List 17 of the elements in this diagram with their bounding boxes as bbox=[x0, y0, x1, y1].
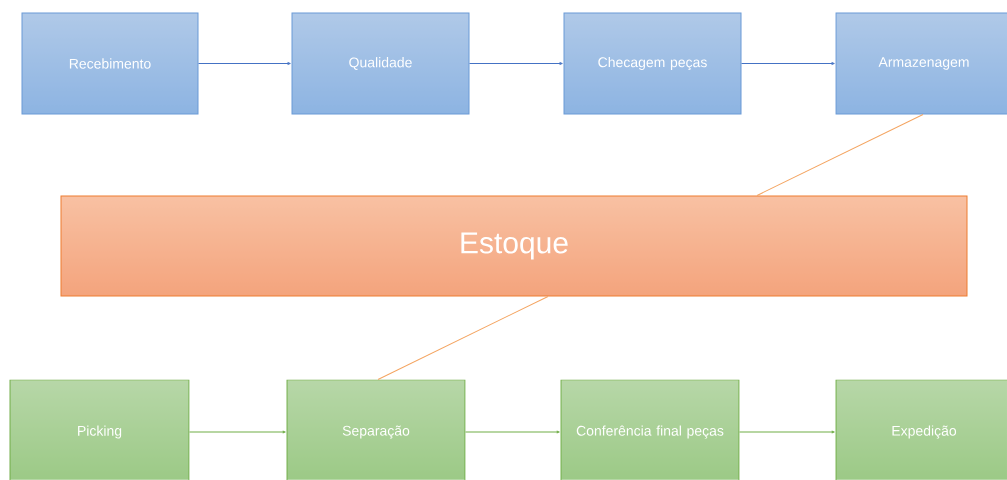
storage-band: Estoque bbox=[60, 195, 968, 297]
process-box: Picking bbox=[9, 379, 190, 480]
process-box: Checagem peças bbox=[563, 12, 742, 115]
arrow bbox=[739, 430, 835, 434]
connector-line bbox=[377, 296, 549, 380]
process-box: Qualidade bbox=[291, 12, 470, 115]
arrow bbox=[189, 430, 286, 434]
process-box: Recebimento bbox=[21, 12, 199, 115]
arrow bbox=[465, 430, 560, 434]
arrow bbox=[469, 62, 563, 65]
process-box: Expedição bbox=[835, 379, 1007, 480]
process-box: Armazenagem bbox=[835, 12, 1007, 115]
process-box: Separação bbox=[286, 379, 466, 480]
arrow bbox=[741, 62, 835, 65]
connector-line bbox=[756, 114, 924, 196]
arrow bbox=[198, 62, 291, 65]
process-box: Conferência final peças bbox=[560, 379, 740, 480]
